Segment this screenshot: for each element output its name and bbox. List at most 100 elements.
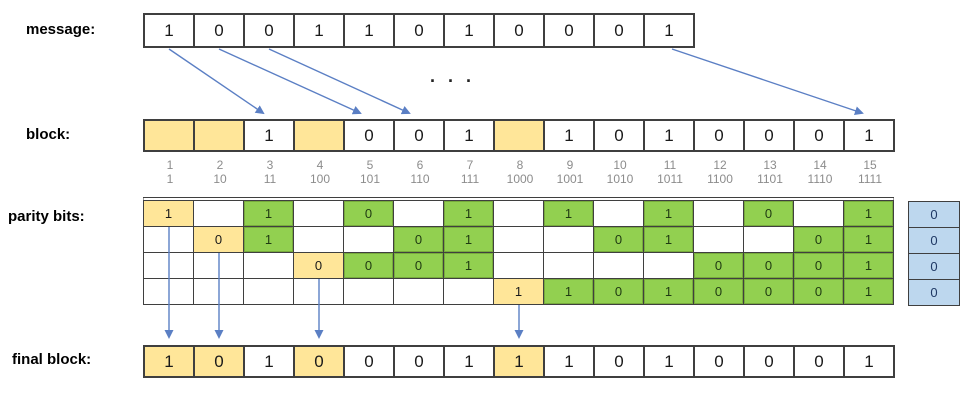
parity-cell: 0 <box>393 226 443 252</box>
position-binary: 1100 <box>707 172 733 186</box>
parity-cell <box>493 226 543 252</box>
parity-cell <box>243 252 293 278</box>
parity-cell <box>144 226 193 252</box>
parity-cell <box>493 201 543 226</box>
parity-bits-label: parity bits: <box>8 208 85 225</box>
parity-cell <box>543 252 593 278</box>
message-bit-cell: 1 <box>343 15 393 46</box>
final-block-cell: 1 <box>543 347 593 376</box>
parity-cell <box>543 226 593 252</box>
parity-cell: 1 <box>144 201 193 226</box>
position-index: 2 10 <box>195 158 245 186</box>
position-decimal: 7 <box>466 158 474 172</box>
parity-cell: 0 <box>743 252 793 278</box>
position-binary: 1110 <box>807 172 833 186</box>
position-decimal: 3 <box>266 158 274 172</box>
block-cell: 0 <box>343 121 393 150</box>
parity-cell <box>343 278 393 304</box>
position-decimal: 9 <box>566 158 574 172</box>
final-block-row: 1 0 1 0 0 0 1 1 1 0 1 0 0 0 1 <box>143 345 895 378</box>
message-bit-cell: 0 <box>243 15 293 46</box>
position-decimal: 12 <box>713 158 727 172</box>
message-to-block-arrow <box>671 48 864 116</box>
final-block-cell: 0 <box>193 347 243 376</box>
message-label: message: <box>26 21 96 38</box>
check-cell: 0 <box>909 202 959 227</box>
check-cell: 0 <box>909 279 959 305</box>
message-row: 1 0 0 1 1 0 1 0 0 0 1 <box>143 13 695 48</box>
parity-cell: 0 <box>593 226 643 252</box>
position-binary: 100 <box>309 172 331 186</box>
parity-cell <box>193 278 243 304</box>
parity-cell <box>193 201 243 226</box>
message-bit-cell: 1 <box>643 15 693 46</box>
position-decimal: 14 <box>813 158 827 172</box>
final-block-cell: 0 <box>743 347 793 376</box>
position-index: 4 100 <box>295 158 345 186</box>
block-cell <box>493 121 543 150</box>
position-decimal: 11 <box>663 158 677 172</box>
parity-cell: 1 <box>443 252 493 278</box>
position-index: 11 1011 <box>645 158 695 186</box>
block-row: 1 0 0 1 1 0 1 0 0 0 1 <box>143 119 895 152</box>
position-decimal: 4 <box>316 158 324 172</box>
position-index: 1 1 <box>145 158 195 186</box>
final-block-cell: 0 <box>593 347 643 376</box>
message-bit-cell: 0 <box>543 15 593 46</box>
parity-cell <box>493 252 543 278</box>
block-cell: 0 <box>743 121 793 150</box>
parity-cell: 1 <box>843 226 893 252</box>
position-index: 9 1001 <box>545 158 595 186</box>
position-binary: 101 <box>359 172 381 186</box>
position-decimal: 15 <box>863 158 877 172</box>
parity-cell: 0 <box>743 278 793 304</box>
parity-cell: 0 <box>793 278 843 304</box>
position-binary: 111 <box>460 172 480 186</box>
parity-cell <box>743 226 793 252</box>
position-binary: 11 <box>263 172 277 186</box>
position-decimal: 6 <box>416 158 424 172</box>
parity-cell: 1 <box>493 278 543 304</box>
final-block-cell: 1 <box>843 347 893 376</box>
position-binary: 1101 <box>757 172 783 186</box>
parity-cell: 1 <box>643 278 693 304</box>
position-index: 3 11 <box>245 158 295 186</box>
parity-cell <box>343 226 393 252</box>
message-bit-cell: 1 <box>145 15 193 46</box>
parity-cell: 1 <box>443 201 493 226</box>
final-block-cell: 1 <box>145 347 193 376</box>
position-binary: 1010 <box>606 172 634 186</box>
parity-cell <box>593 201 643 226</box>
block-label: block: <box>26 126 71 143</box>
block-cell: 0 <box>693 121 743 150</box>
position-binary: 10 <box>213 172 227 186</box>
block-cell: 1 <box>543 121 593 150</box>
message-bit-cell: 0 <box>393 15 443 46</box>
parity-cell: 1 <box>243 201 293 226</box>
position-decimal: 1 <box>166 158 174 172</box>
parity-cell <box>693 226 743 252</box>
final-block-cell: 1 <box>643 347 693 376</box>
parity-cell: 1 <box>643 201 693 226</box>
position-index: 6 110 <box>395 158 445 186</box>
ellipsis: . . . <box>430 66 476 86</box>
message-to-block-arrow <box>168 48 265 115</box>
parity-cell <box>193 252 243 278</box>
position-index: 10 1010 <box>595 158 645 186</box>
message-to-block-arrow <box>218 48 362 115</box>
parity-cell <box>443 278 493 304</box>
parity-cell <box>393 201 443 226</box>
final-block-label: final block: <box>12 351 92 368</box>
position-index-row: 1 1 2 10 3 11 4 100 5 101 <box>145 158 895 186</box>
message-bit-cell: 0 <box>193 15 243 46</box>
block-cell: 0 <box>593 121 643 150</box>
parity-cell: 0 <box>693 252 743 278</box>
position-binary: 1001 <box>556 172 584 186</box>
parity-cell: 0 <box>193 226 243 252</box>
parity-cell <box>144 252 193 278</box>
parity-cell <box>793 201 843 226</box>
